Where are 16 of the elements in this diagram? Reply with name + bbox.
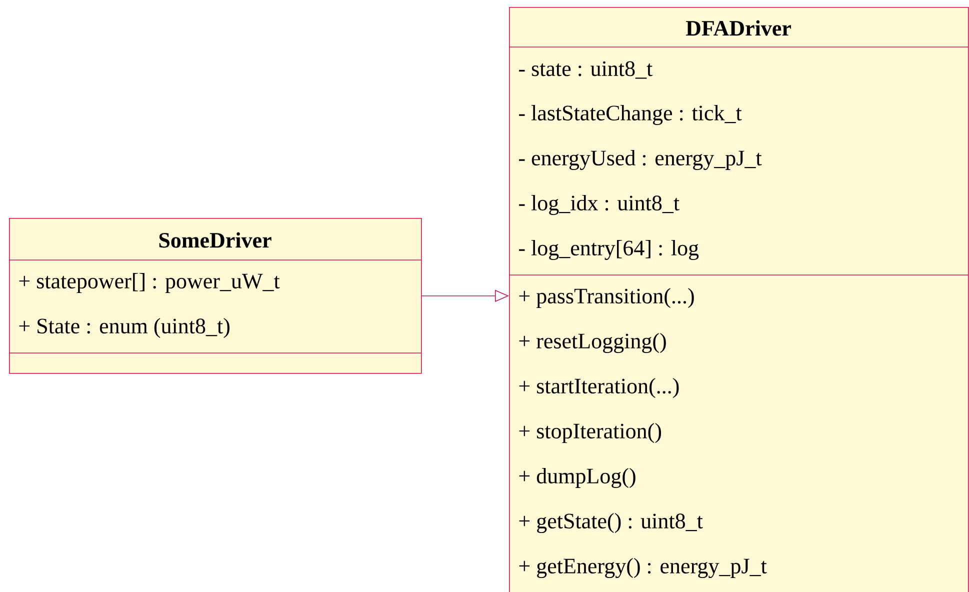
attribute-text: + statepower[] : power_uW_t: [19, 273, 280, 293]
attribute-text: - state : uint8_t: [519, 61, 653, 79]
method-text: + startIteration(...): [519, 378, 679, 398]
attribute-text: - energyUsed : energy_pJ_t: [519, 150, 762, 170]
method-text: + passTransition(...): [519, 288, 694, 308]
attribute-text: - lastStateChange : tick_t: [519, 105, 742, 126]
class-name: DFADriver: [686, 20, 791, 36]
attribute-text: - log_entry[64] : log: [519, 240, 699, 260]
method-text: + getState() : uint8_t: [519, 513, 703, 534]
attribute-text: + State : enum (uint8_t): [19, 318, 230, 338]
attribute-text: - log_idx : uint8_t: [519, 195, 680, 216]
method-text: + dumpLog(): [519, 468, 636, 488]
method-text: + resetLogging(): [519, 333, 666, 354]
class-name: SomeDriver: [159, 232, 272, 248]
method-text: + getEnergy() : energy_pJ_t: [519, 558, 767, 578]
method-text: + stopIteration(): [519, 423, 662, 443]
